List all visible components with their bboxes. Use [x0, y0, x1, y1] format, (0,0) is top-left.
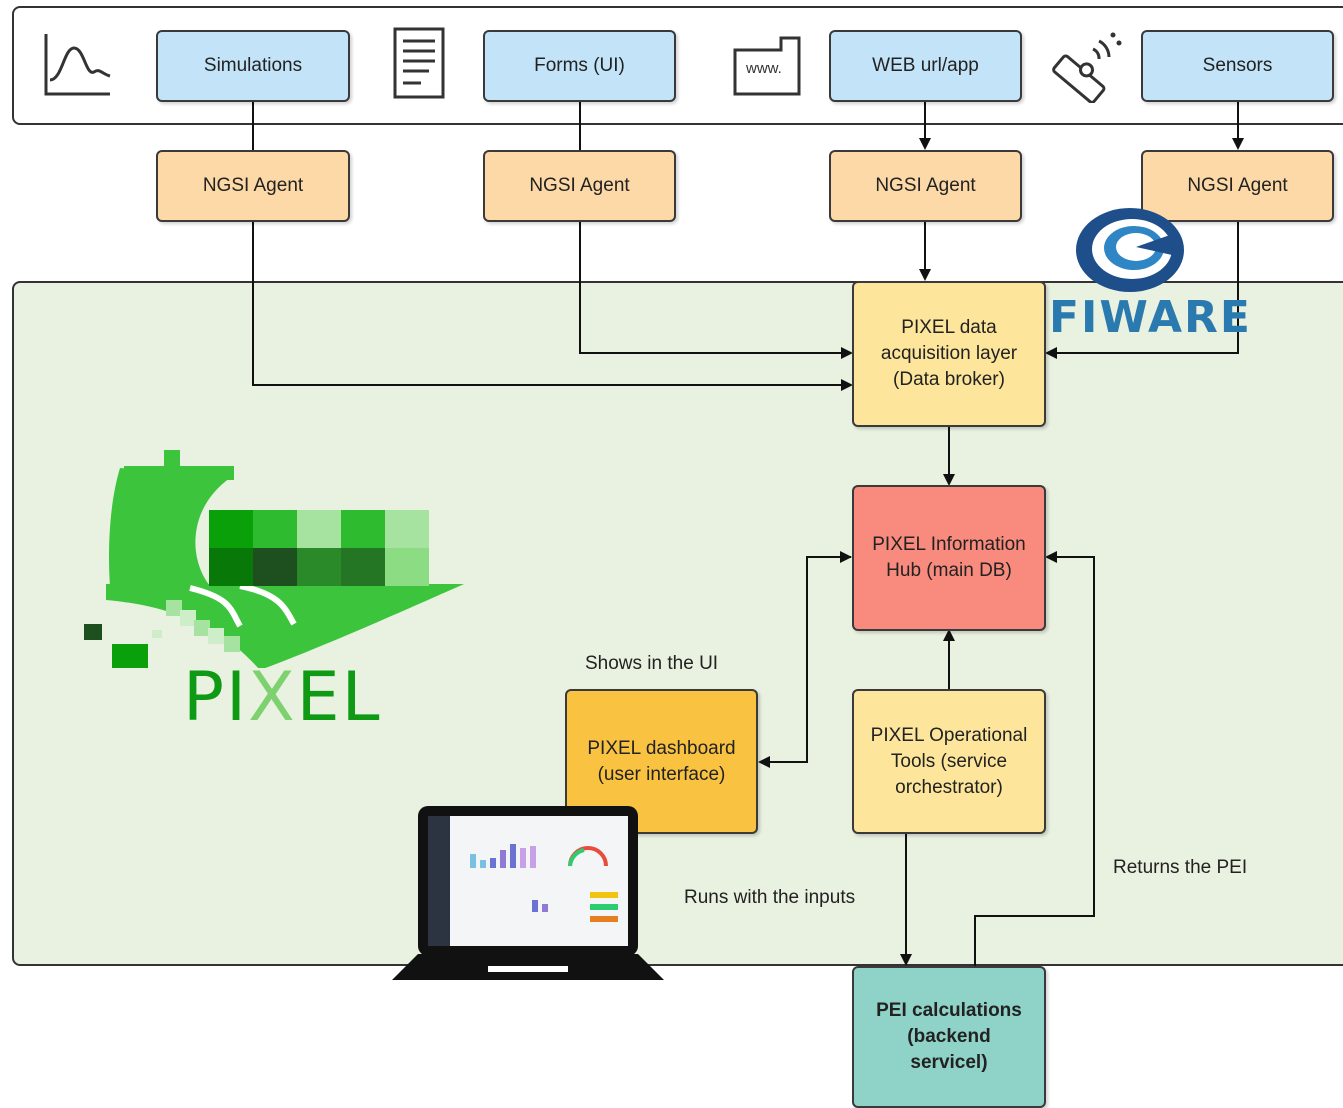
- pixel-logo-icon: [84, 450, 464, 668]
- ngsi-agent-web: NGSI Agent: [829, 150, 1022, 222]
- fiware-logo-icon: [1076, 208, 1184, 292]
- chart-line-icon: [44, 34, 111, 96]
- pei-calculations: PEI calculations (backend servicel): [852, 966, 1046, 1108]
- edge-agent4-datalayer: [1045, 222, 1239, 359]
- label-runs-inputs: Runs with the inputs: [684, 887, 856, 908]
- ngsi-agent-forms: NGSI Agent: [483, 150, 676, 222]
- source-simulations: Simulations: [156, 30, 350, 102]
- pixel-wordmark: PIXEL: [183, 658, 382, 737]
- edge-agent1-datalayer: [252, 222, 853, 391]
- document-icon: [393, 27, 445, 99]
- sensor-icon: [1052, 32, 1122, 103]
- edge-agent2-datalayer: [579, 222, 853, 359]
- edge-hub-dashboard: [758, 556, 851, 768]
- source-web: WEB url/app: [829, 30, 1022, 102]
- pixel-operational-tools: PIXEL Operational Tools (service orchest…: [852, 689, 1046, 834]
- browser-icon: www.: [733, 36, 801, 96]
- source-forms: Forms (UI): [483, 30, 676, 102]
- pixel-data-acquisition-layer: PIXEL data acquisition layer (Data broke…: [852, 281, 1046, 427]
- fiware-wordmark: FIWARE: [1049, 292, 1252, 343]
- ngsi-agent-simulations: NGSI Agent: [156, 150, 350, 222]
- label-shows-ui: Shows in the UI: [585, 653, 719, 674]
- ngsi-agent-sensors: NGSI Agent: [1141, 150, 1334, 222]
- edge-pei-hub: [974, 551, 1095, 966]
- laptop-icon: [392, 806, 664, 980]
- label-returns-pei: Returns the PEI: [1113, 857, 1248, 878]
- source-sensors: Sensors: [1141, 30, 1334, 102]
- pixel-information-hub: PIXEL Information Hub (main DB): [852, 485, 1046, 631]
